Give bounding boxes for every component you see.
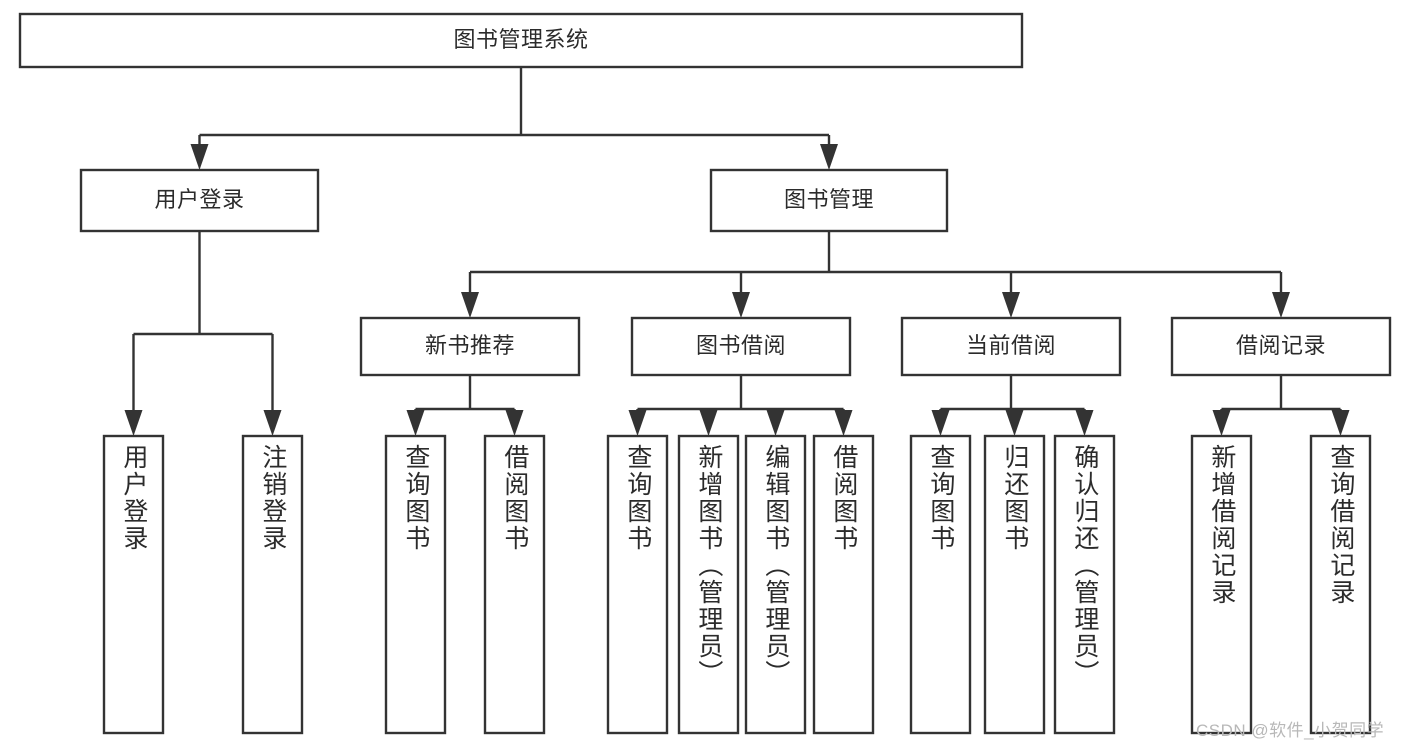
node-box-new-book-recommend[interactable]	[359, 316, 581, 377]
bookmanage-to-l2-arrowhead-0	[461, 292, 479, 318]
node-box-leaf-borrow-book[interactable]	[812, 434, 875, 735]
node-box-leaf-query-book-rec[interactable]	[384, 434, 447, 735]
userlogin-to-leaves-arrowhead-1	[263, 410, 282, 436]
node-box-book-manage[interactable]	[709, 168, 949, 233]
connector-lines	[124, 67, 1350, 436]
node-box-leaf-add-book-admin[interactable]	[677, 434, 740, 735]
node-box-leaf-return-book[interactable]	[983, 434, 1046, 735]
borrow-record-to-leaves-arrowhead-0	[1212, 410, 1231, 436]
node-box-leaf-add-borrow-record[interactable]	[1190, 434, 1253, 735]
node-box-leaf-confirm-return-admin[interactable]	[1053, 434, 1116, 735]
root-to-l1-arrowhead-0	[190, 144, 209, 170]
node-box-current-borrow[interactable]	[900, 316, 1122, 377]
bookmanage-to-l2-arrowhead-1	[732, 292, 750, 318]
userlogin-to-leaves-arrowhead-0	[124, 410, 143, 436]
new-book-recommend-to-leaves-arrowhead-0	[406, 410, 425, 436]
current-borrow-to-leaves-arrowhead-2	[1075, 410, 1094, 436]
node-box-user-login[interactable]	[79, 168, 320, 233]
book-borrow-to-leaves-arrowhead-2	[766, 410, 785, 436]
node-boxes	[18, 12, 1392, 735]
current-borrow-to-leaves-arrowhead-1	[1005, 410, 1024, 436]
new-book-recommend-to-leaves-arrowhead-1	[505, 410, 524, 436]
csdn-watermark: CSDN @软件_小贺同学	[1196, 721, 1385, 740]
borrow-record-to-leaves-arrowhead-1	[1331, 410, 1350, 436]
node-box-leaf-query-borrow-record[interactable]	[1309, 434, 1372, 735]
bookmanage-to-l2-arrowhead-2	[1002, 292, 1020, 318]
node-box-leaf-query-book-borrow[interactable]	[606, 434, 669, 735]
bookmanage-to-l2-arrowhead-3	[1272, 292, 1290, 318]
node-box-leaf-query-book-cur[interactable]	[909, 434, 972, 735]
book-borrow-to-leaves-arrowhead-0	[628, 410, 647, 436]
node-box-leaf-borrow-book-rec[interactable]	[483, 434, 546, 735]
node-box-leaf-edit-book-admin[interactable]	[744, 434, 807, 735]
current-borrow-to-leaves-arrowhead-0	[931, 410, 950, 436]
book-borrow-to-leaves-arrowhead-1	[699, 410, 718, 436]
root-to-l1-arrowhead-1	[820, 144, 838, 170]
node-box-borrow-record[interactable]	[1170, 316, 1392, 377]
node-box-leaf-user-login[interactable]	[102, 434, 165, 735]
book-borrow-to-leaves-arrowhead-3	[834, 410, 853, 436]
node-box-leaf-user-logout[interactable]	[241, 434, 304, 735]
node-box-book-borrow[interactable]	[630, 316, 852, 377]
node-box-root[interactable]	[18, 12, 1024, 69]
